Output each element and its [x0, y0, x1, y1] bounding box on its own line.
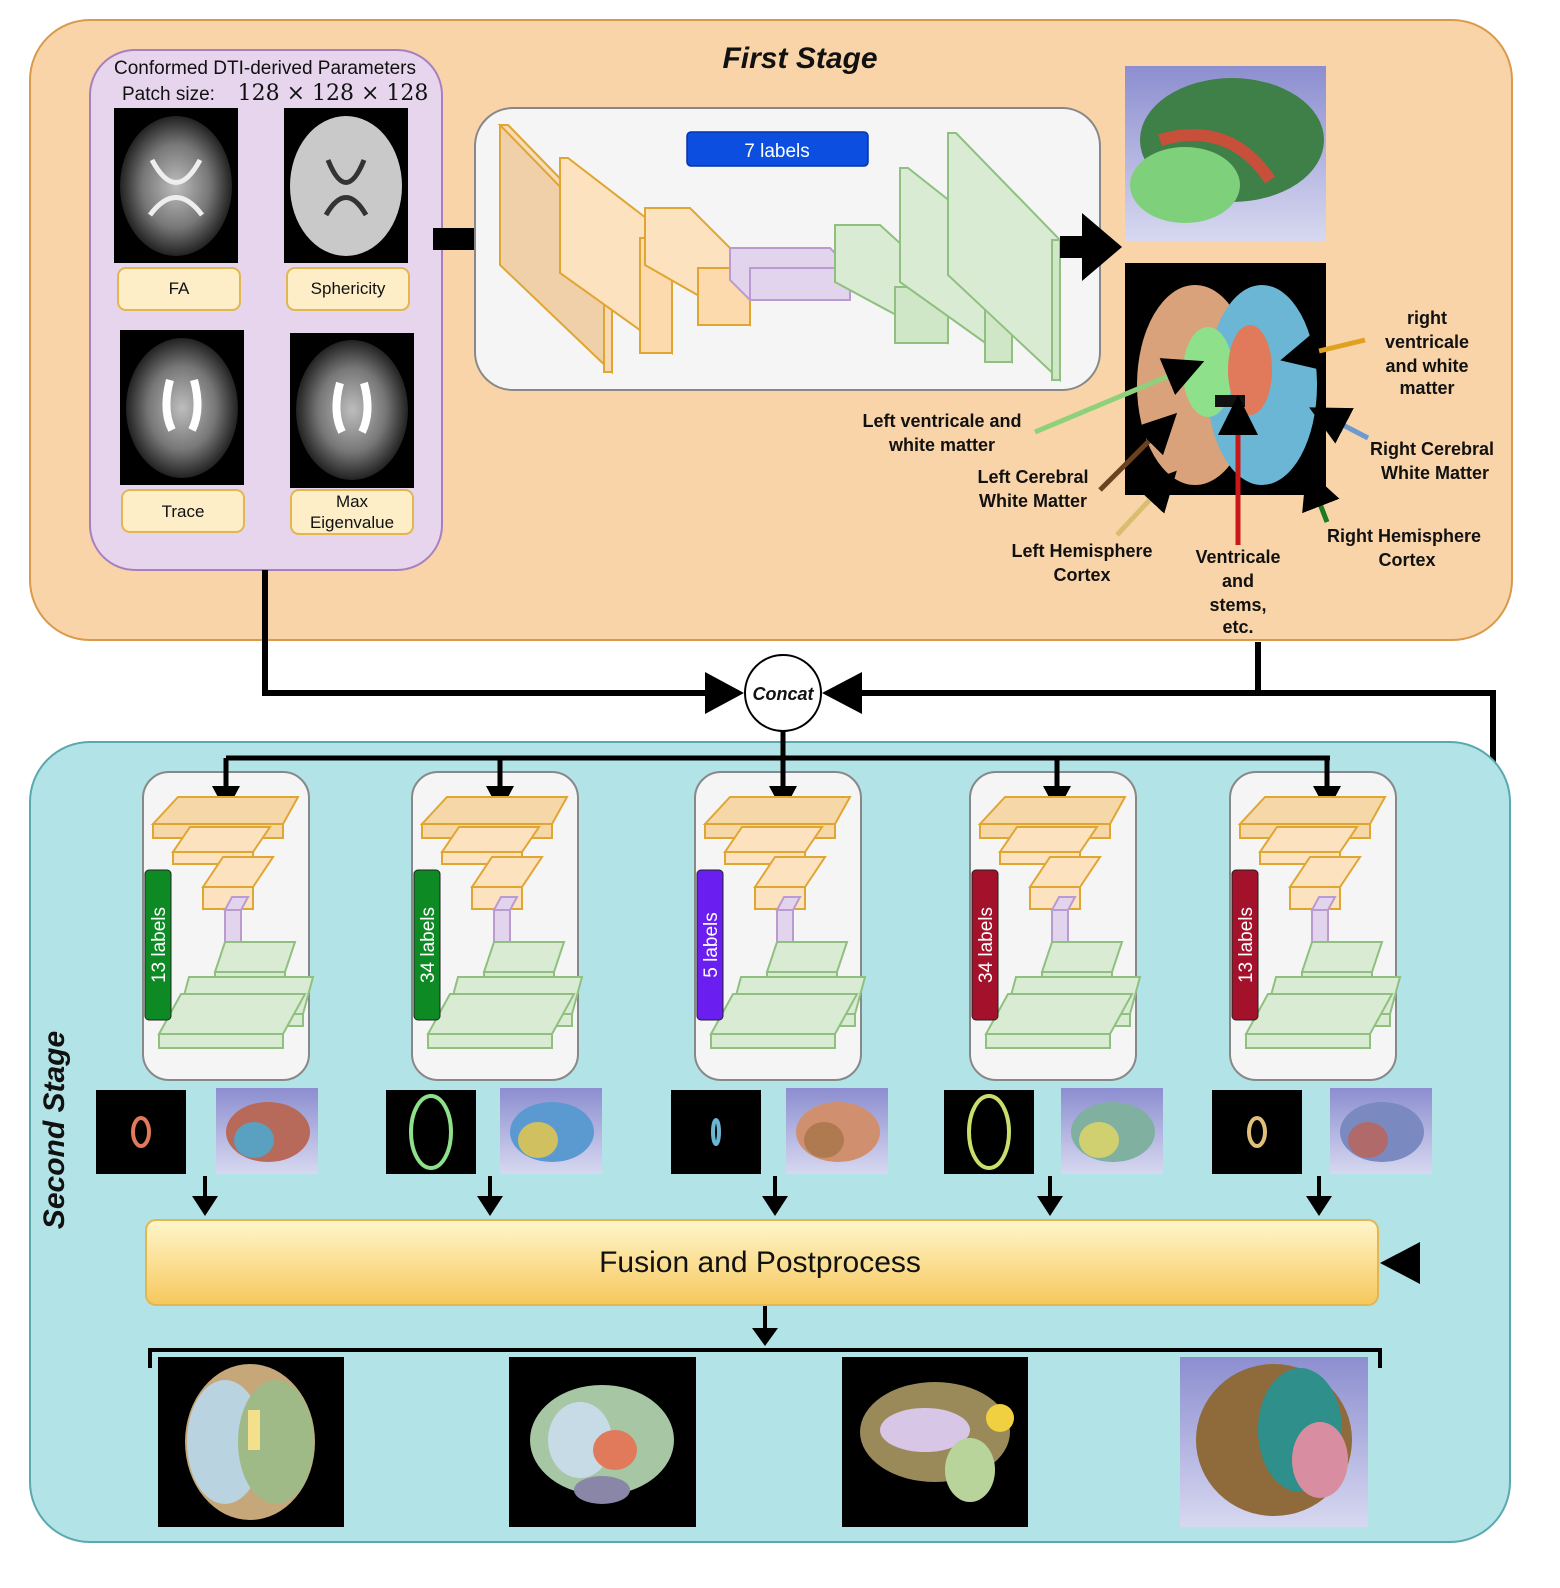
patch-size-label: Patch size: — [122, 84, 215, 105]
final-3d-render — [1180, 1357, 1368, 1527]
annotation-right-ventricle: right ventricale and white matter — [1280, 308, 1469, 398]
network-3-render-thumb — [786, 1088, 888, 1174]
network-2-render-thumb — [500, 1088, 602, 1174]
svg-text:Cortex: Cortex — [1053, 565, 1110, 585]
network-1-badge — [144, 869, 172, 1021]
trace-map-image — [120, 330, 244, 485]
max-eigenvalue-label-line2: Eigenvalue — [310, 513, 394, 532]
annotation-left-cerebral: Left Cerebral White Matter — [977, 412, 1178, 511]
first-stage-decoder-blocks — [834, 132, 1061, 383]
patch-size-value: 128 × 128 × 128 — [238, 81, 429, 106]
second-stage-network-5: 13 labels — [1212, 758, 1432, 1216]
network-5-badge — [1231, 869, 1259, 1021]
network-2-badge — [413, 869, 441, 1021]
network-4-badge — [971, 869, 999, 1021]
first-stage-3d-render — [1125, 66, 1326, 241]
svg-text:etc.: etc. — [1222, 617, 1253, 637]
input-parameters-heading: Conformed DTI-derived Parameters — [114, 58, 416, 79]
fusion-to-outputs-connectors — [148, 1306, 1382, 1368]
annotation-left-ventricle: Left ventricale and white matter — [862, 358, 1205, 455]
svg-text:Right Cerebral: Right Cerebral — [1370, 439, 1494, 459]
fusion-output-arrowhead — [752, 1328, 778, 1346]
second-stage-network-3: 5 labels — [671, 758, 888, 1216]
svg-text:White Matter: White Matter — [979, 491, 1087, 511]
second-stage-networks: 13 labels 34 labels 5 labels 34 labels 13 la… — [96, 758, 1432, 1216]
network-4-label: 34 labels — [976, 907, 997, 983]
network-1-render-thumb — [216, 1088, 318, 1174]
network-3-label: 5 labels — [701, 912, 722, 978]
first-stage-labels-badge: 7 labels — [744, 141, 810, 162]
svg-text:Left Hemisphere: Left Hemisphere — [1011, 541, 1152, 561]
network-1-label: 13 labels — [149, 907, 170, 983]
svg-text:and: and — [1222, 571, 1254, 591]
network-4-segmentation-thumb — [944, 1090, 1034, 1174]
first-stage-encoder-blocks — [497, 124, 751, 375]
svg-text:White Matter: White Matter — [1381, 463, 1489, 483]
final-coronal-segmentation — [509, 1357, 696, 1527]
sphericity-map-image — [284, 108, 408, 263]
concat-to-networks-connectors — [226, 731, 1330, 761]
second-stage-title: Second Stage — [38, 1031, 71, 1229]
annotation-left-hemisphere: Left Hemisphere Cortex — [1011, 470, 1177, 585]
fusion-box — [145, 1219, 1379, 1306]
network-5-render-thumb — [1330, 1088, 1432, 1174]
annotation-right-cerebral: Right Cerebral White Matter — [1309, 407, 1494, 483]
network-3-badge — [696, 869, 724, 1021]
annotation-right-hemisphere: Right Hemisphere Cortex — [1302, 468, 1481, 570]
network-to-output-arrow — [1060, 213, 1122, 281]
fa-label: FA — [169, 279, 190, 298]
side-skip-arrowhead — [1380, 1242, 1420, 1284]
network-2-segmentation-thumb — [386, 1090, 476, 1174]
svg-text:right: right — [1407, 308, 1447, 328]
network-3-segmentation-thumb — [671, 1090, 761, 1174]
final-sagittal-segmentation — [842, 1357, 1028, 1527]
network-4-render-thumb — [1061, 1088, 1163, 1174]
annotation-ventricle-stems: Ventricale and stems, etc. — [1195, 395, 1281, 637]
network-2-label: 34 labels — [418, 907, 439, 983]
second-stage-network-1: 13 labels — [96, 758, 318, 1216]
svg-text:ventricale: ventricale — [1385, 332, 1469, 352]
trace-label: Trace — [162, 502, 205, 521]
svg-text:Cortex: Cortex — [1378, 550, 1435, 570]
fusion-label: Fusion and Postprocess — [599, 1246, 921, 1279]
max-eigenvalue-map-image — [290, 333, 414, 488]
fa-map-image — [114, 108, 238, 263]
max-eigenvalue-label-line1: Max — [336, 492, 369, 511]
svg-text:matter: matter — [1399, 378, 1454, 398]
svg-text:and white: and white — [1385, 356, 1468, 376]
first-stage-bottleneck — [729, 247, 851, 301]
network-5-segmentation-thumb — [1212, 1090, 1302, 1174]
second-stage-network-2: 34 labels — [386, 758, 602, 1216]
sphericity-label: Sphericity — [311, 279, 386, 298]
concat-left-arrowhead — [705, 672, 744, 714]
svg-text:white matter: white matter — [888, 435, 995, 455]
first-stage-title: First Stage — [722, 42, 877, 75]
svg-text:Ventricale: Ventricale — [1195, 547, 1280, 567]
second-stage-network-4: 34 labels — [944, 758, 1163, 1216]
svg-text:Right Hemisphere: Right Hemisphere — [1327, 526, 1481, 546]
svg-text:stems,: stems, — [1209, 595, 1266, 615]
network-1-segmentation-thumb — [96, 1090, 186, 1174]
svg-text:Left ventricale and: Left ventricale and — [862, 411, 1021, 431]
svg-text:Left Cerebral: Left Cerebral — [977, 467, 1088, 487]
concat-right-arrowhead — [822, 672, 862, 714]
concat-label: Concat — [752, 684, 814, 704]
final-axial-segmentation — [158, 1357, 344, 1527]
network-5-label: 13 labels — [1236, 907, 1257, 983]
second-stage-panel — [29, 741, 1511, 1543]
